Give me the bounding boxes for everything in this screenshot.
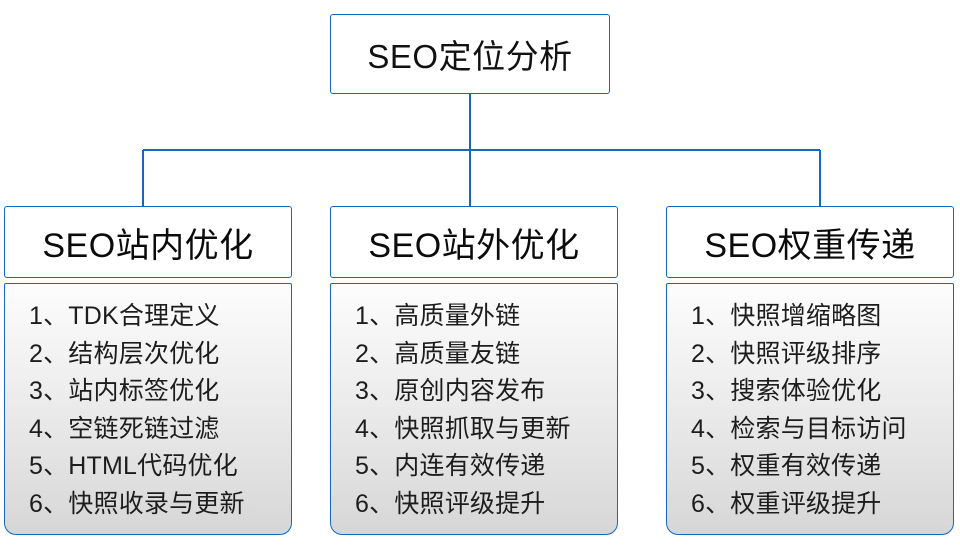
branch-header-2[interactable]: SEO站外优化 — [330, 206, 618, 278]
list-item: 5、HTML代码优化 — [29, 452, 238, 480]
branch-item-list-3: 1、快照增缩略图 2、快照评级排序 3、搜索体验优化 4、检索与目标访问 5、权… — [667, 298, 953, 523]
list-item: 3、原创内容发布 — [355, 377, 546, 405]
branch-header-label-3: SEO权重传递 — [704, 226, 916, 265]
list-item: 1、TDK合理定义 — [29, 302, 220, 330]
branch-column-1: SEO站内优化 1、TDK合理定义 2、结构层次优化 3、站内标签优化 4、空链… — [4, 206, 292, 535]
branch-header-1[interactable]: SEO站内优化 — [4, 206, 292, 278]
list-item: 2、快照评级排序 — [691, 339, 882, 368]
branch-body-3: 1、快照增缩略图 2、快照评级排序 3、搜索体验优化 4、检索与目标访问 5、权… — [666, 283, 954, 535]
list-item: 3、站内标签优化 — [29, 377, 220, 405]
branch-header-label-1: SEO站内优化 — [42, 226, 254, 265]
branch-column-3: SEO权重传递 1、快照增缩略图 2、快照评级排序 3、搜索体验优化 4、检索与… — [666, 206, 954, 535]
list-item: 1、高质量外链 — [355, 302, 521, 330]
branch-column-2: SEO站外优化 1、高质量外链 2、高质量友链 3、原创内容发布 4、快照抓取与… — [330, 206, 618, 535]
root-node[interactable]: SEO定位分析 — [330, 14, 610, 94]
branch-item-list-1: 1、TDK合理定义 2、结构层次优化 3、站内标签优化 4、空链死链过滤 5、H… — [5, 298, 291, 523]
list-item: 6、快照收录与更新 — [29, 489, 245, 518]
list-item: 4、检索与目标访问 — [691, 414, 907, 443]
branch-body-1: 1、TDK合理定义 2、结构层次优化 3、站内标签优化 4、空链死链过滤 5、H… — [4, 283, 292, 535]
branch-header-3[interactable]: SEO权重传递 — [666, 206, 954, 278]
list-item: 6、权重评级提升 — [691, 489, 882, 518]
root-node-label: SEO定位分析 — [367, 38, 573, 75]
list-item: 2、结构层次优化 — [29, 339, 220, 368]
list-item: 3、搜索体验优化 — [691, 377, 882, 405]
list-item: 1、快照增缩略图 — [691, 302, 882, 330]
list-item: 4、快照抓取与更新 — [355, 414, 571, 443]
branch-item-list-2: 1、高质量外链 2、高质量友链 3、原创内容发布 4、快照抓取与更新 5、内连有… — [331, 298, 617, 523]
list-item: 2、高质量友链 — [355, 339, 521, 368]
branch-header-label-2: SEO站外优化 — [368, 226, 580, 265]
list-item: 5、内连有效传递 — [355, 452, 546, 480]
list-item: 4、空链死链过滤 — [29, 414, 220, 443]
branch-body-2: 1、高质量外链 2、高质量友链 3、原创内容发布 4、快照抓取与更新 5、内连有… — [330, 283, 618, 535]
list-item: 5、权重有效传递 — [691, 452, 882, 480]
list-item: 6、快照评级提升 — [355, 489, 546, 518]
